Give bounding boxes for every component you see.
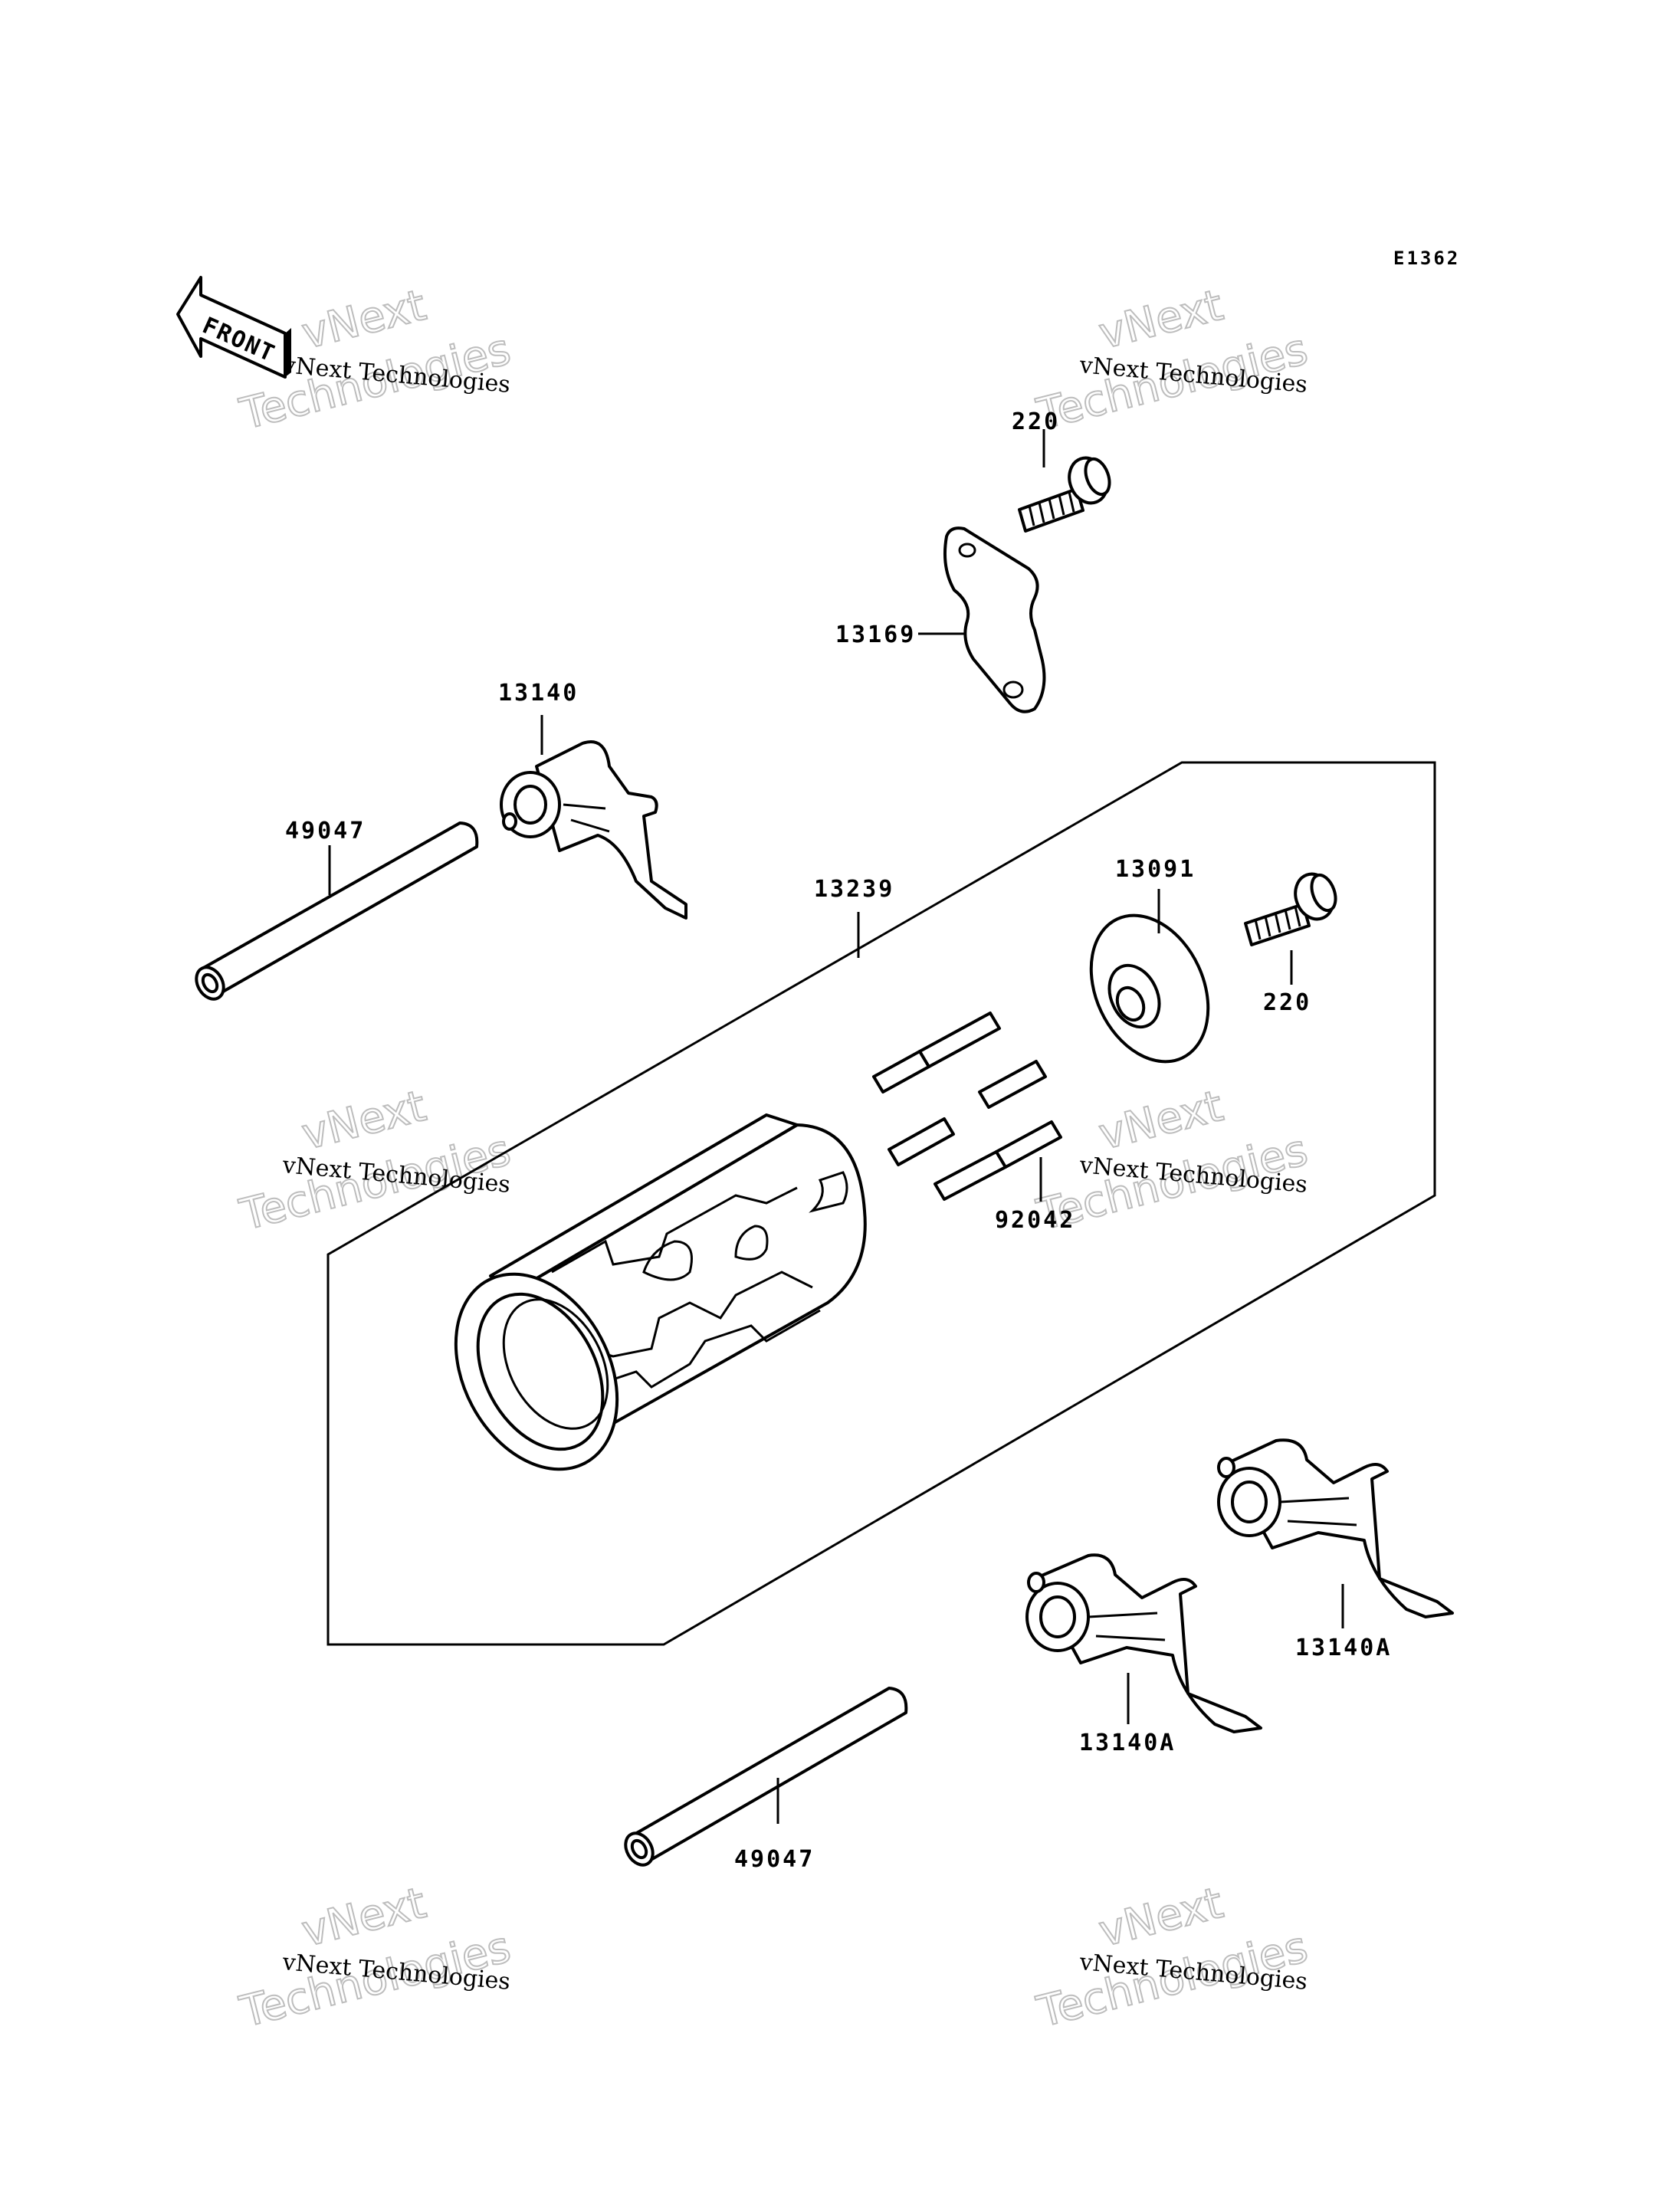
bolt-220-right	[1244, 872, 1337, 946]
bolt-220-top	[1018, 456, 1111, 533]
shift-fork-13140-top	[500, 740, 687, 920]
shift-fork-13140a-left	[1025, 1553, 1262, 1733]
callout-drum-assembly-13239: 13239	[814, 876, 894, 903]
callout-pins-92042: 92042	[995, 1207, 1075, 1234]
callout-drum-holder-13091: 13091	[1115, 856, 1196, 883]
callout-bolt-220-top: 220	[1012, 408, 1060, 435]
watermark-top-right: vNext Technologies vNext Technologies	[1032, 280, 1314, 441]
callout-fork-13140-top: 13140	[498, 680, 579, 707]
callout-shaft-49047-bottom: 49047	[734, 1846, 815, 1873]
watermark-bottom-left: vNext Technologies vNext Technologies	[235, 1877, 517, 2038]
plate-13169	[943, 526, 1046, 713]
front-arrow-icon: FRONT	[176, 276, 291, 379]
callout-fork-13140a-right: 13140A	[1295, 1635, 1392, 1661]
diagram-code: E1362	[1393, 248, 1460, 269]
watermark-bottom-right: vNext Technologies vNext Technologies	[1032, 1877, 1314, 2038]
shift-shaft-49047-bottom	[624, 1687, 908, 1867]
pins-92042	[872, 1012, 1062, 1201]
shift-fork-13140a-right	[1217, 1438, 1454, 1618]
shift-drum	[454, 1113, 867, 1471]
drum-assembly-outline	[326, 761, 1436, 1646]
callout-plate-13169: 13169	[835, 621, 916, 648]
callout-shaft-49047-top: 49047	[285, 818, 366, 844]
drum-holder-13091	[1089, 913, 1210, 1064]
callout-fork-13140a-left: 13140A	[1079, 1730, 1176, 1756]
watermark-middle-left: vNext Technologies vNext Technologies	[235, 1080, 517, 1241]
callout-bolt-220-right: 220	[1263, 989, 1311, 1016]
shift-shaft-49047-top	[195, 821, 479, 1001]
